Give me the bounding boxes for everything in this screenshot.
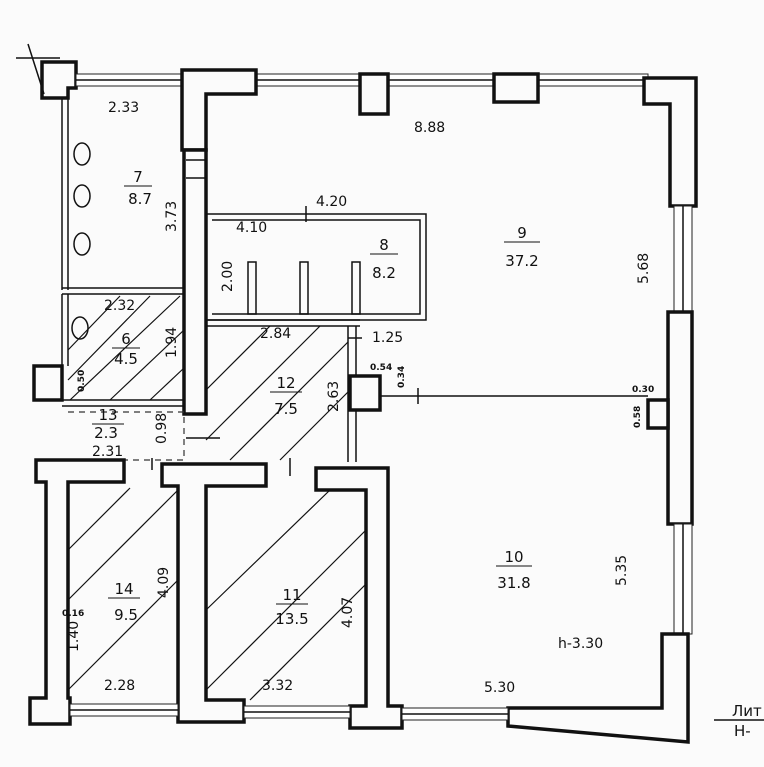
dim: 1.25 <box>372 330 403 346</box>
dim: 0.16 <box>62 609 84 619</box>
wall-mid <box>160 462 268 724</box>
svg-text:4.5: 4.5 <box>114 350 138 368</box>
dim: 2.31 <box>92 444 123 460</box>
room-label-8: 8 8.2 <box>370 236 398 282</box>
toilet-icon <box>71 316 89 340</box>
stamp-text: Н- <box>734 722 751 740</box>
svg-text:9: 9 <box>517 224 527 242</box>
dim: 0.58 <box>633 406 643 428</box>
svg-text:37.2: 37.2 <box>505 252 538 270</box>
svg-text:11: 11 <box>282 586 301 604</box>
pier <box>180 68 258 152</box>
room-label-10: 10 31.8 <box>496 548 532 592</box>
dim: 0.54 <box>370 363 392 373</box>
svg-text:8: 8 <box>379 236 389 254</box>
hatching-room14 <box>67 487 179 691</box>
dim: 0.50 <box>77 370 87 392</box>
dim: 5.30 <box>484 680 515 696</box>
dim: 4.10 <box>236 220 267 236</box>
dim: 0.30 <box>632 385 654 395</box>
dim: 0.98 <box>154 413 170 444</box>
dim: 8.88 <box>414 120 445 136</box>
room-label-6: 6 4.5 <box>112 330 140 368</box>
dim: 1.94 <box>164 327 180 358</box>
dim: 2.32 <box>104 298 135 314</box>
dim: 4.20 <box>316 194 347 210</box>
svg-text:13.5: 13.5 <box>275 610 308 628</box>
svg-text:8.2: 8.2 <box>372 264 396 282</box>
column <box>646 398 670 430</box>
pier <box>666 310 694 526</box>
room-label-9: 9 37.2 <box>504 224 540 270</box>
wall-room14 <box>28 458 126 726</box>
column <box>348 374 382 412</box>
wall-room11 <box>314 466 404 730</box>
room-label-14: 14 9.5 <box>108 580 140 624</box>
dim: 2.00 <box>220 261 236 292</box>
room-label-13: 13 2.3 <box>92 406 124 442</box>
dim: 1.40 <box>66 621 82 652</box>
toilet-icon <box>73 142 91 166</box>
pillar <box>32 364 64 402</box>
stamp-text: Лит <box>732 702 762 720</box>
outer-line <box>27 43 45 95</box>
dim: 2.63 <box>326 381 342 412</box>
hatching-room11 <box>205 489 367 701</box>
dim: 4.09 <box>156 567 172 598</box>
svg-text:31.8: 31.8 <box>497 574 530 592</box>
toilet-icon <box>73 232 91 256</box>
corner-wall-bottomright <box>506 632 690 744</box>
room-label-11: 11 13.5 <box>275 586 308 628</box>
dim: 5.68 <box>636 253 652 284</box>
room-label-12: 12 7.5 <box>270 374 302 418</box>
svg-text:9.5: 9.5 <box>114 606 138 624</box>
stall-divider <box>247 261 257 315</box>
dim: 2.84 <box>260 326 291 342</box>
dashed-outline <box>68 411 185 461</box>
dim: 0.34 <box>397 366 407 388</box>
svg-text:7.5: 7.5 <box>274 400 298 418</box>
svg-text:14: 14 <box>114 580 133 598</box>
svg-text:7: 7 <box>133 168 143 186</box>
height-label: h-3.30 <box>558 636 603 652</box>
room-label-7: 7 8.7 <box>124 168 152 208</box>
partition-wall <box>182 148 208 416</box>
pier <box>492 72 540 104</box>
svg-text:2.3: 2.3 <box>94 424 118 442</box>
svg-text:6: 6 <box>121 330 131 348</box>
corner-wall-topright <box>642 76 698 208</box>
hatching-corridor <box>205 325 349 461</box>
room8-inner <box>212 219 421 315</box>
dim: 4.07 <box>340 597 356 628</box>
dim: 5.35 <box>614 555 630 586</box>
dim: 3.32 <box>262 678 293 694</box>
corner-wall-topleft <box>40 60 78 100</box>
dim: 3.73 <box>164 201 180 232</box>
stall-divider <box>299 261 309 315</box>
toilet-icon <box>73 184 91 208</box>
dim: 2.28 <box>104 678 135 694</box>
stall-divider <box>351 261 361 315</box>
svg-text:8.7: 8.7 <box>128 190 152 208</box>
svg-text:10: 10 <box>504 548 523 566</box>
dimension-ticks <box>151 159 419 476</box>
svg-text:12: 12 <box>276 374 295 392</box>
svg-text:13: 13 <box>98 406 117 424</box>
pier <box>358 72 390 116</box>
dim: 2.33 <box>108 100 139 116</box>
